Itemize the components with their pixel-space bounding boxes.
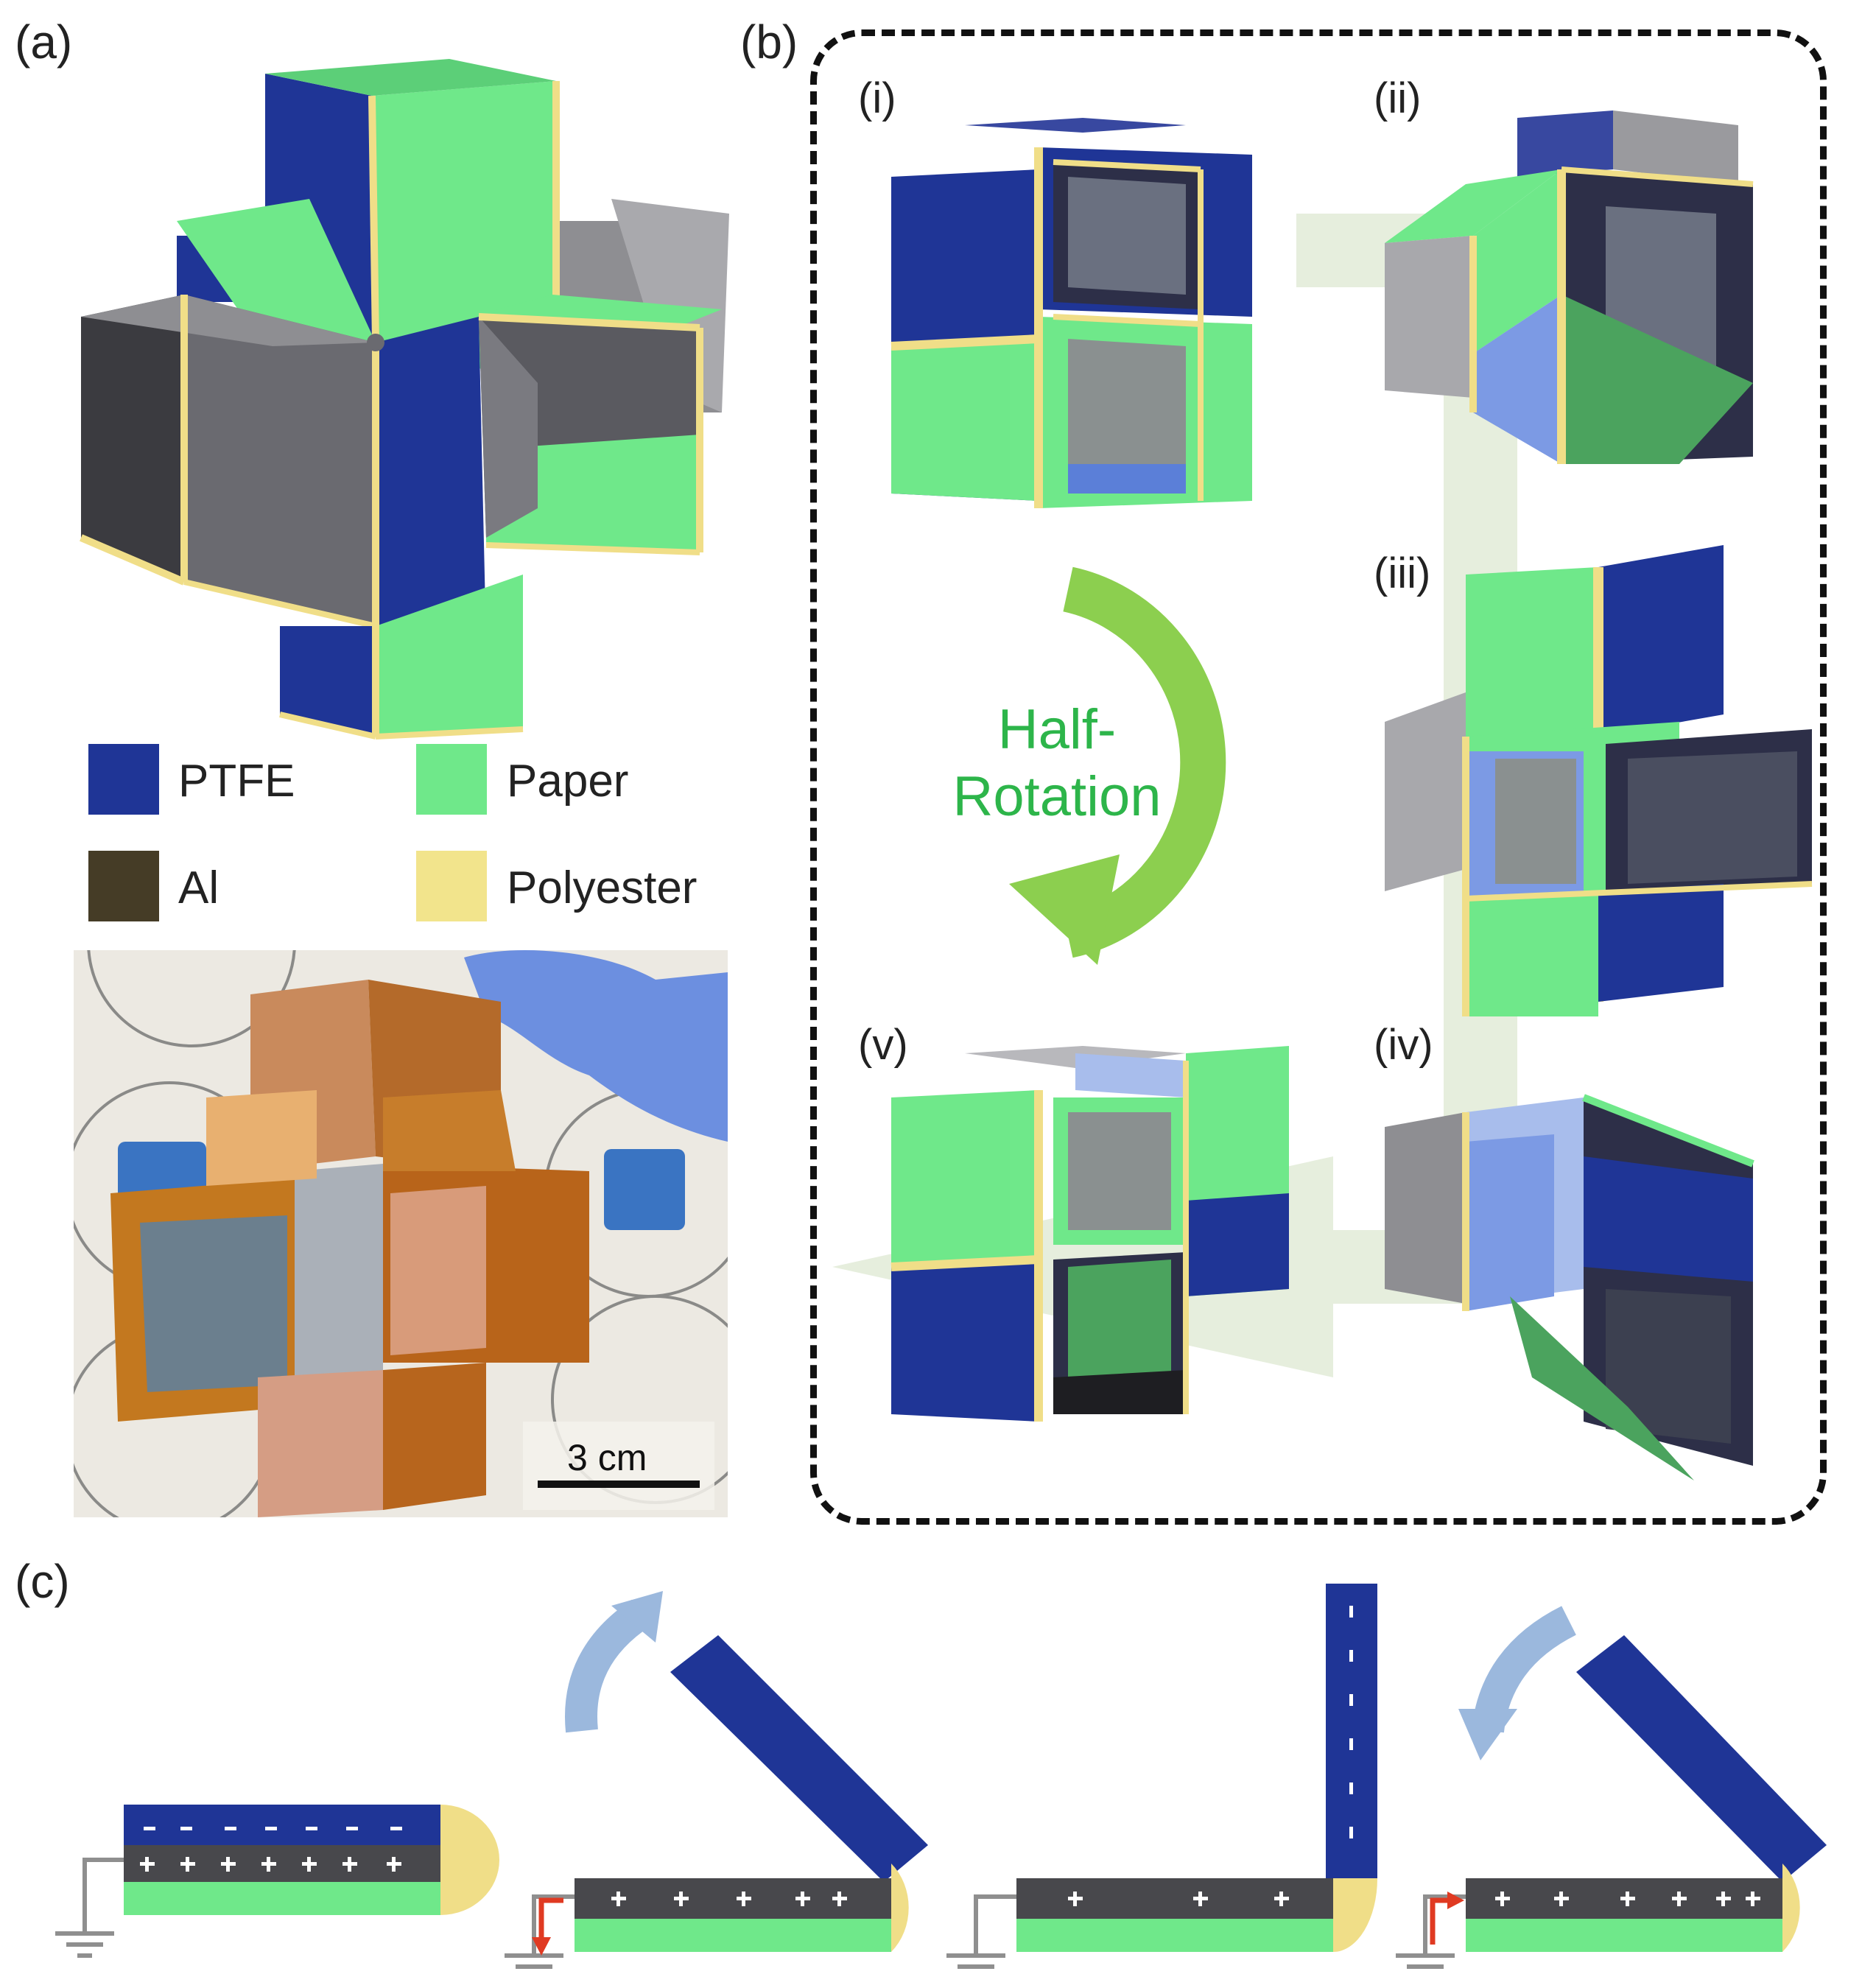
legend-label-polyester: Polyester [507,863,698,913]
legend-swatch-paper [416,744,487,815]
legend-swatch-ptfe [88,744,159,815]
legend-label-paper: Paper [507,756,629,807]
panel-label-b: (b) [740,15,798,69]
state-v-illustration [890,1046,1289,1422]
state-iv-illustration [1385,1094,1754,1481]
stage-4-charges [1495,1892,1760,1906]
prototype-photo: 3 cm [74,950,728,1517]
rotation-label-line2: Rotation [952,765,1162,829]
panel-b-frame [810,29,1827,1525]
cross-structure-illustration [80,59,729,740]
state-iii-illustration [1385,545,1813,1016]
subpanel-label-iv: (iv) [1374,1021,1433,1069]
stage-1-contact [55,1805,499,1958]
rotation-label-line1: Half- [997,698,1117,761]
subpanel-label-i: (i) [858,74,896,122]
subpanel-label-iii: (iii) [1374,549,1431,597]
legend-label-ptfe: PTFE [178,756,295,807]
stage-2-separating [505,1591,928,1969]
state-i-illustration [890,118,1252,508]
stage-3-fully-open [946,1584,1377,1969]
subpanel-label-v: (v) [858,1021,908,1069]
subpanel-label-ii: (ii) [1374,74,1422,122]
stage-3-charges [1068,1892,1289,1906]
panel-label-c: (c) [15,1555,70,1608]
stage-4-returning [1396,1606,1827,1969]
legend-swatch-polyester [416,851,487,921]
legend-swatch-al [88,851,159,921]
legend-label-al: Al [178,863,219,913]
stage-1-charges [140,1827,402,1872]
scale-bar-label: 3 cm [567,1437,647,1478]
half-rotation-arrow [1009,566,1226,965]
panel-label-a: (a) [15,15,73,69]
rotation-label: Half- Rotation [943,696,1171,830]
stage-2-charges [611,1892,847,1906]
state-ii-illustration [1385,110,1754,464]
